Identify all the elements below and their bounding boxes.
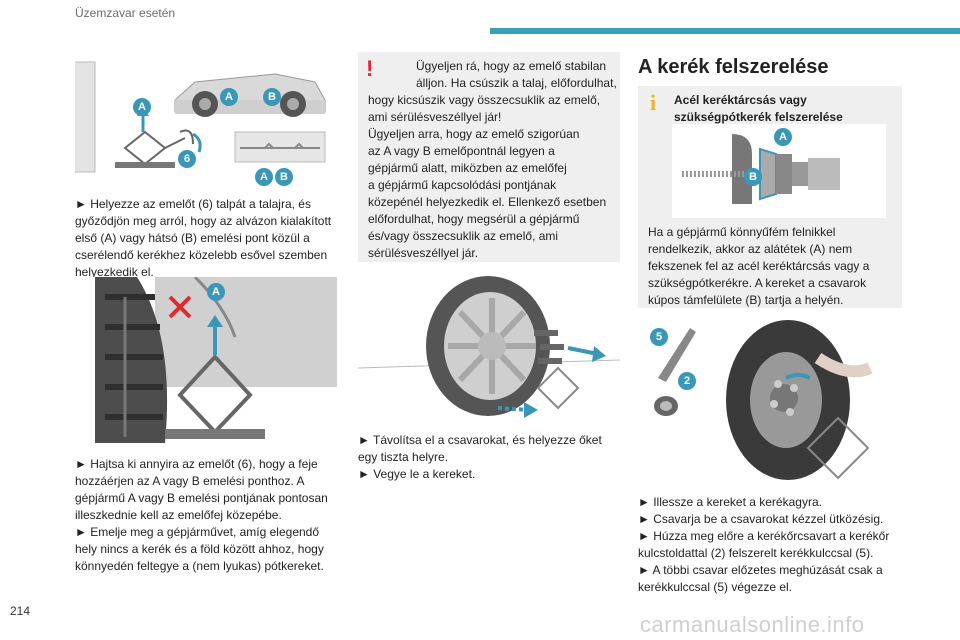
page-number: 214 [10,604,31,618]
col3-paragraph-1: ► Illessze a kereket a kerékagyra. ► Csa… [638,495,890,594]
callout-2: 2 [678,372,696,390]
col1-paragraph-1: ► Helyezze az emelőt (6) talpát a talajr… [75,197,332,279]
callout-6: 6 [178,150,196,168]
callout-A: A [207,283,225,301]
watermark: carmanualsonline.info [640,612,865,637]
info-box: i Acél keréktárcsás vagy szükségpótkerék… [638,86,902,308]
col1-paragraph-2: ► Hajtsa ki annyira az emelőt (6), hogy … [75,457,328,573]
info-icon: i [650,90,657,115]
header-accent-bar [490,28,960,34]
section-title: Üzemzavar esetén [75,6,176,20]
figure-remove-wheel-bolts [357,268,621,418]
warning-text: Ügyeljen rá, hogy az emelő stabilan állj… [368,59,617,260]
callout-A: A [220,88,238,106]
figure-wheel-bolt-washer: A B [672,124,886,218]
figure-jack-lifting-points: A 6 A B A B [75,52,337,188]
info-text: Ha a gépjármű könnyűfém felnikkel rendel… [648,225,870,307]
figure-jack-under-car: A [75,275,337,443]
callout-B: B [744,168,762,186]
callout-B: B [263,88,281,106]
warning-icon: ! [366,56,374,81]
col2-paragraph-1: ► Távolítsa el a csavarokat, és helyezze… [358,433,602,481]
callout-5: 5 [650,328,668,346]
callout-A: A [774,128,792,146]
callout-A: A [255,168,273,186]
section-heading: A kerék felszerelése [638,56,829,78]
callout-B: B [275,168,293,186]
figure-mount-wheel: 5 2 [638,318,900,482]
warning-box: ! Ügyeljen rá, hogy az emelő stabilan ál… [358,52,620,262]
info-title: Acél keréktárcsás vagy szükségpótkerék f… [674,93,843,124]
callout-A: A [133,98,151,116]
